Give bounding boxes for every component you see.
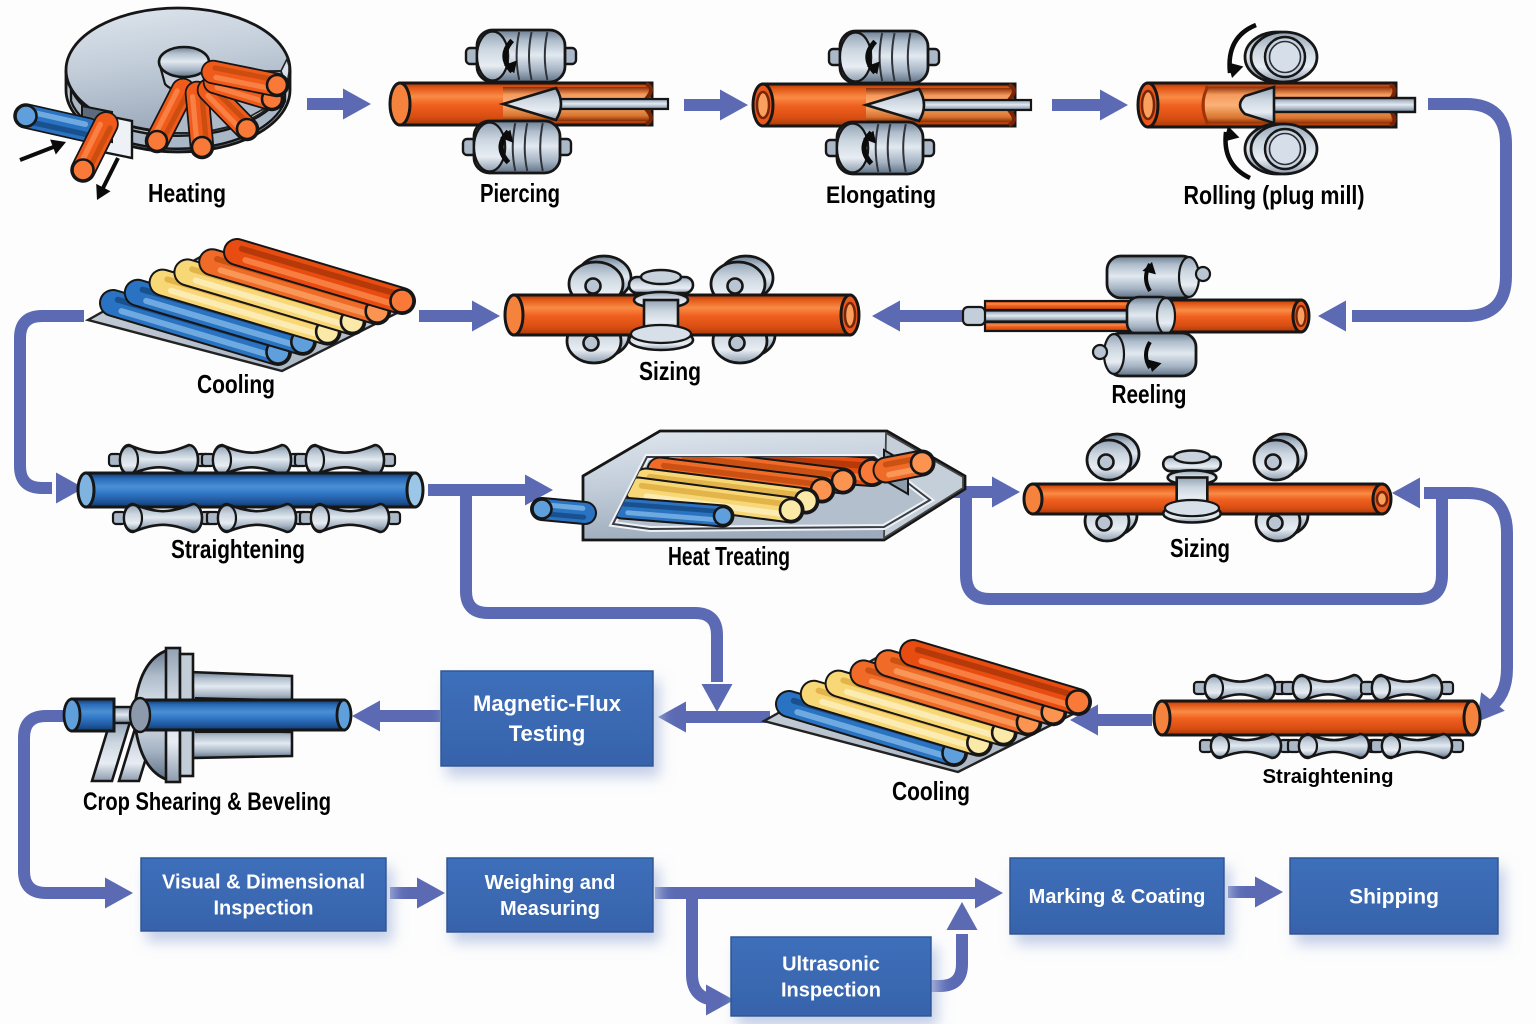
svg-text:Cooling: Cooling bbox=[892, 776, 970, 806]
svg-text:Rolling (plug mill): Rolling (plug mill) bbox=[1184, 180, 1365, 210]
svg-text:Heat Treating: Heat Treating bbox=[668, 541, 790, 571]
svg-text:Shipping: Shipping bbox=[1349, 885, 1439, 908]
svg-text:Magnetic-Flux: Magnetic-Flux bbox=[473, 691, 622, 716]
svg-text:Ultrasonic: Ultrasonic bbox=[782, 954, 880, 976]
svg-text:Sizing: Sizing bbox=[1170, 533, 1230, 563]
svg-text:Straightening: Straightening bbox=[171, 534, 305, 564]
svg-text:Marking & Coating: Marking & Coating bbox=[1029, 886, 1206, 908]
svg-text:Straightening: Straightening bbox=[1263, 766, 1394, 788]
svg-text:Piercing: Piercing bbox=[480, 178, 560, 208]
svg-text:Elongating: Elongating bbox=[826, 182, 936, 209]
svg-text:Inspection: Inspection bbox=[781, 980, 881, 1002]
svg-text:Inspection: Inspection bbox=[213, 898, 313, 920]
svg-text:Crop Shearing & Beveling: Crop Shearing & Beveling bbox=[83, 788, 331, 816]
svg-text:Reeling: Reeling bbox=[1112, 379, 1187, 409]
svg-text:Heating: Heating bbox=[148, 178, 226, 208]
svg-text:Testing: Testing bbox=[509, 721, 586, 746]
svg-text:Weighing and: Weighing and bbox=[485, 872, 616, 894]
svg-text:Measuring: Measuring bbox=[500, 898, 600, 920]
svg-text:Cooling: Cooling bbox=[197, 369, 275, 399]
svg-text:Visual & Dimensional: Visual & Dimensional bbox=[162, 872, 365, 894]
svg-text:Sizing: Sizing bbox=[639, 356, 701, 386]
